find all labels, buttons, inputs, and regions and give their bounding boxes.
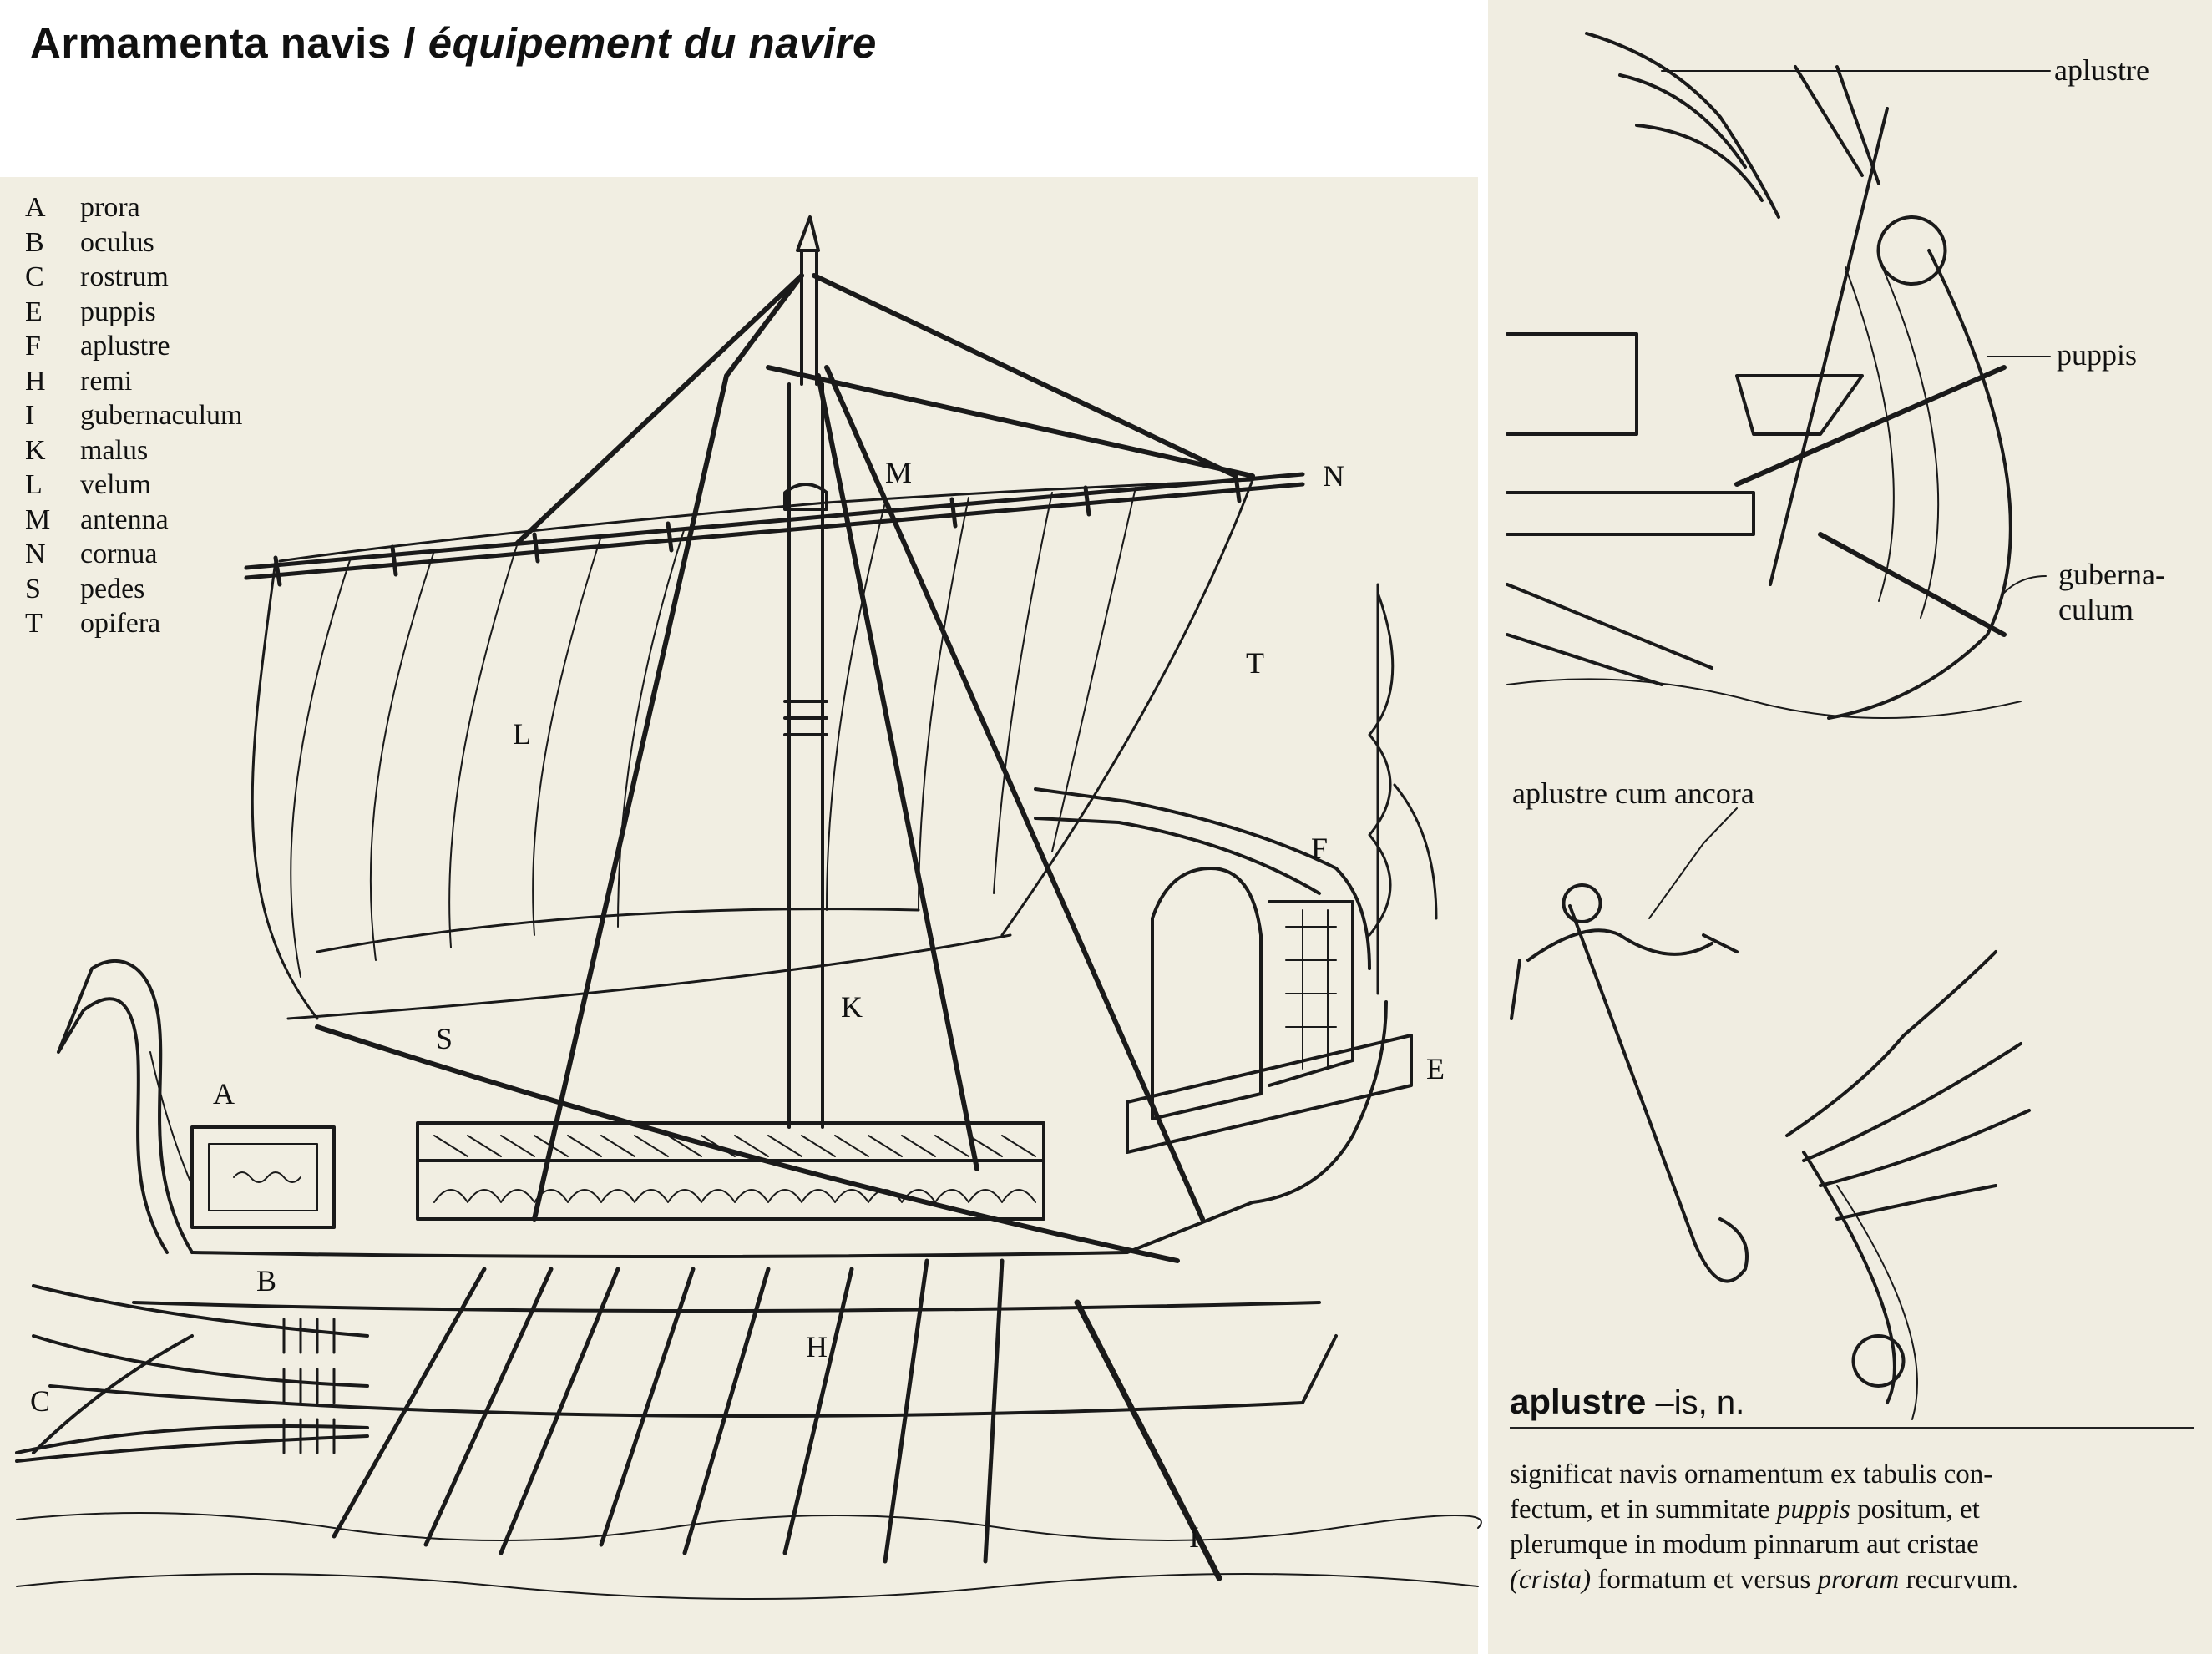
rigging-ropes (315, 273, 1255, 1263)
ship-label-A: A (213, 1077, 235, 1110)
inflection: –is, n. (1646, 1384, 1745, 1421)
ram-rostrum (15, 1284, 369, 1463)
ship-label-S: S (436, 1022, 453, 1055)
stern-detail-panel (1488, 0, 2212, 1654)
stern-label-gubernaculum-1: guberna- (2058, 558, 2165, 591)
oars-remi (332, 1258, 1222, 1581)
stern-label-aplustre: aplustre (2054, 53, 2149, 87)
ship-illustration-panel (0, 177, 1478, 1654)
headword-line: aplustre –is, n. (1510, 1382, 2194, 1429)
stern-label-puppis: puppis (2057, 338, 2137, 372)
ship-label-L: L (513, 717, 531, 751)
headword: aplustre (1510, 1382, 1647, 1421)
dictionary-entry: aplustre –is, n. significat navis orname… (1510, 1382, 2194, 1597)
ship-label-M: M (885, 456, 912, 489)
prow-swan (57, 959, 336, 1254)
ship-label-I: I (1189, 1520, 1199, 1554)
sail-velum (251, 478, 1254, 1020)
aplustre-ornament-drawing (1785, 950, 2031, 1420)
mast-malus (783, 215, 828, 1129)
ship-label-B: B (256, 1264, 276, 1297)
page-title: Armamenta navis / équipement du navire (30, 19, 877, 67)
stern-leader-lines (1648, 70, 2051, 919)
anchor-label: aplustre cum ancora (1512, 776, 1754, 810)
yard-antenna (244, 472, 1305, 587)
ship-label-E: E (1426, 1052, 1445, 1085)
ship-label-T: T (1246, 646, 1264, 680)
waves (16, 1512, 1482, 1600)
ship-label-C: C (30, 1384, 50, 1418)
title-latin: Armamenta navis (30, 19, 392, 67)
stern-detail-drawing (1506, 32, 2022, 720)
title-french: équipement du navire (428, 19, 877, 67)
hull (32, 787, 1413, 1454)
ship-label-F: F (1311, 832, 1328, 865)
definition-text: significat navis ornamentum ex tabulis c… (1510, 1459, 2019, 1595)
stern-label-gubernaculum-2: culum (2058, 593, 2134, 626)
ship-label-H: H (806, 1330, 828, 1363)
anchor-drawing (1510, 883, 1749, 1283)
ship-label-N: N (1323, 459, 1344, 493)
ship-label-K: K (841, 990, 863, 1024)
pennant-opifera (1368, 583, 1438, 995)
